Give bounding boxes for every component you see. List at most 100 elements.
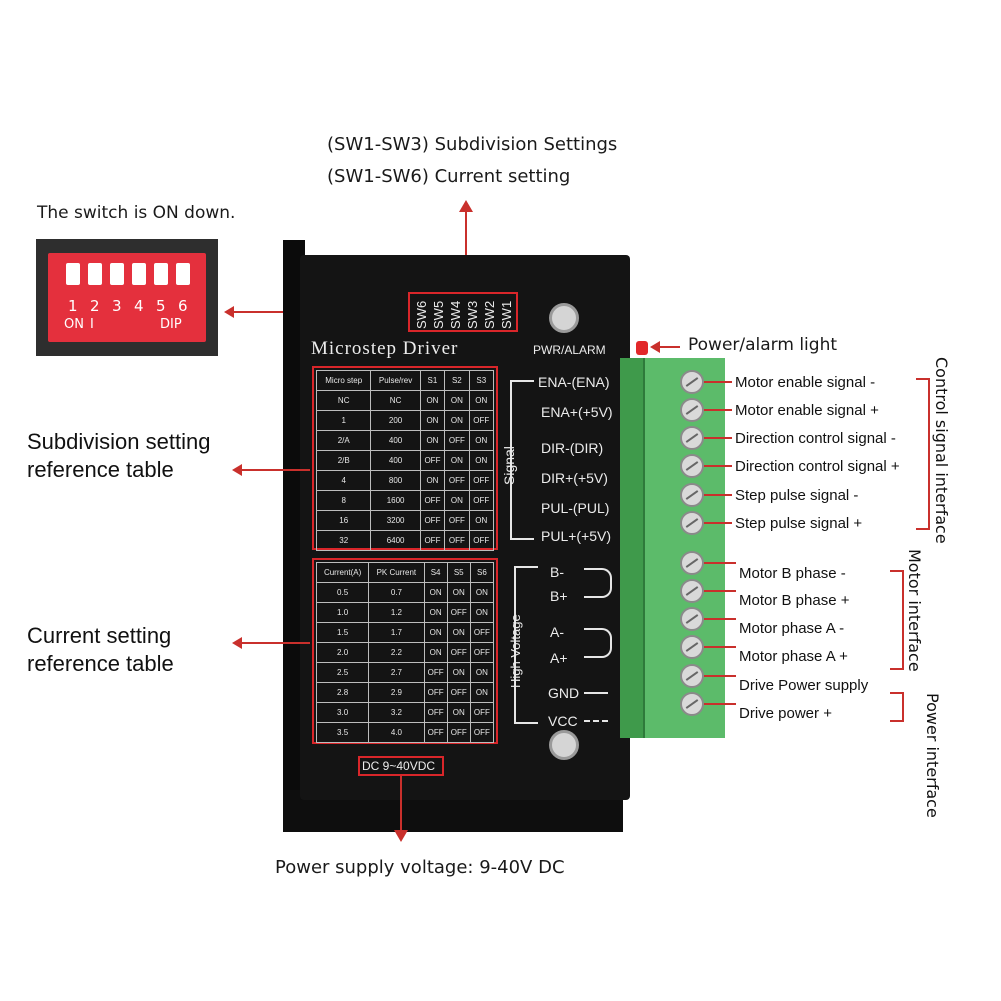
- table-cell: 3.0: [315, 702, 370, 723]
- table-cell: OFF: [469, 722, 495, 743]
- table-cell: OFF: [446, 602, 471, 623]
- dip-number: 4: [134, 297, 144, 315]
- table-header: S2: [444, 370, 470, 391]
- dip-number: 6: [178, 297, 188, 315]
- table-cell: ON: [468, 390, 495, 411]
- pin-pointer-line: [704, 562, 736, 564]
- pin-pointer-line: [704, 522, 732, 524]
- pin-label-step-minus: Step pulse signal -: [735, 487, 859, 504]
- terminal-ena-plus: ENA+(+5V): [541, 404, 613, 420]
- terminal-pul-plus: PUL+(+5V): [541, 528, 612, 544]
- power-supply-voltage-note: Power supply voltage: 9-40V DC: [275, 857, 565, 878]
- pin-label-drive-power-supply: Drive Power supply: [739, 677, 869, 694]
- table-cell: ON: [446, 582, 471, 603]
- coil-b-icon: [584, 568, 612, 598]
- table-cell: 3200: [370, 510, 421, 531]
- terminal-screw-icon: [680, 483, 704, 507]
- table-cell: OFF: [419, 530, 446, 551]
- led-pointer-line: [660, 346, 680, 348]
- arrow-down-icon: [394, 830, 408, 842]
- terminal-screw-icon: [680, 511, 704, 535]
- table-cell: 400: [370, 450, 421, 471]
- table-cell: OFF: [423, 682, 448, 703]
- table-cell: 16: [315, 510, 372, 531]
- arrow-left-icon: [224, 306, 234, 318]
- switch-label: SW1: [499, 300, 514, 329]
- high-voltage-bracket: [514, 566, 538, 724]
- terminal-a-plus: A+: [550, 650, 568, 666]
- pin-label-step-plus: Step pulse signal +: [735, 515, 863, 532]
- table-cell: 1.0: [315, 602, 370, 623]
- terminal-screw-icon: [680, 664, 704, 688]
- terminal-screw-icon: [680, 692, 704, 716]
- table-header-row: Current(A) PK Current S4 S5 S6: [315, 562, 495, 583]
- power-interface-label: Power interface: [923, 693, 942, 818]
- dip-slot: [132, 263, 146, 285]
- dip-i-mark: I: [90, 317, 94, 332]
- table-cell: 200: [370, 410, 421, 431]
- subdivision-table-label-line1: Subdivision setting: [27, 429, 211, 454]
- table-cell: 2.9: [368, 682, 425, 703]
- pin-label-direction-minus: Direction control signal -: [735, 430, 896, 447]
- table-cell: ON: [423, 602, 448, 623]
- dip-slot: [66, 263, 80, 285]
- dc-pointer-line: [400, 776, 402, 832]
- pin-pointer-line: [704, 381, 732, 383]
- vcc-arrow-icon: [584, 720, 608, 724]
- table-header: S4: [423, 562, 448, 583]
- subdivision-settings-note: (SW1-SW3) Subdivision Settings: [327, 134, 618, 155]
- signal-bracket: [510, 380, 534, 540]
- dip-slot: [110, 263, 124, 285]
- dip-slot: [88, 263, 102, 285]
- table-cell: 2.8: [315, 682, 370, 703]
- table-header: S1: [419, 370, 446, 391]
- pin-pointer-line: [704, 618, 736, 620]
- dip-switch-photo: 1 2 3 4 5 6 ON I DIP: [36, 239, 218, 356]
- table-cell: ON: [469, 602, 495, 623]
- table-cell: ON: [419, 430, 446, 451]
- switch-label: SW6: [414, 300, 429, 329]
- table-cell: 4: [315, 470, 372, 491]
- table-cell: OFF: [423, 722, 448, 743]
- table-cell: OFF: [444, 510, 470, 531]
- terminal-vcc: VCC: [548, 713, 578, 729]
- arrow-left-icon: [650, 341, 660, 353]
- table-cell: 3.2: [368, 702, 425, 723]
- pwr-alarm-label: PWR/ALARM: [533, 343, 606, 357]
- switch-labels: SW6 SW5 SW4 SW3 SW2 SW1: [414, 294, 518, 330]
- table-header: PK Current: [368, 562, 425, 583]
- terminal-ena-minus: ENA-(ENA): [538, 374, 610, 390]
- pin-label-drive-power-plus: Drive power +: [739, 705, 832, 722]
- table-cell: OFF: [468, 530, 495, 551]
- table-cell: ON: [419, 390, 446, 411]
- terminal-pul-minus: PUL-(PUL): [541, 500, 610, 516]
- dip-number: 1: [68, 297, 78, 315]
- table-cell: OFF: [444, 430, 470, 451]
- pin-pointer-line: [704, 646, 736, 648]
- dip-number: 3: [112, 297, 122, 315]
- table-cell: 2.7: [368, 662, 425, 683]
- table-cell: OFF: [468, 490, 495, 511]
- table-cell: ON: [469, 582, 495, 603]
- table-header-row: Micro step Pulse/rev S1 S2 S3: [315, 370, 495, 391]
- control-signal-interface-label: Control signal interface: [932, 357, 951, 544]
- table-cell: 3.5: [315, 722, 370, 743]
- table-cell: OFF: [423, 662, 448, 683]
- terminal-a-minus: A-: [550, 624, 564, 640]
- terminal-screw-icon: [680, 370, 704, 394]
- table-cell: 1.2: [368, 602, 425, 623]
- pin-pointer-line: [704, 703, 736, 705]
- switch-label: SW5: [431, 300, 446, 329]
- pin-label-motor-enable-minus: Motor enable signal -: [735, 374, 876, 391]
- switch-label: SW2: [482, 300, 497, 329]
- table-cell: 400: [370, 430, 421, 451]
